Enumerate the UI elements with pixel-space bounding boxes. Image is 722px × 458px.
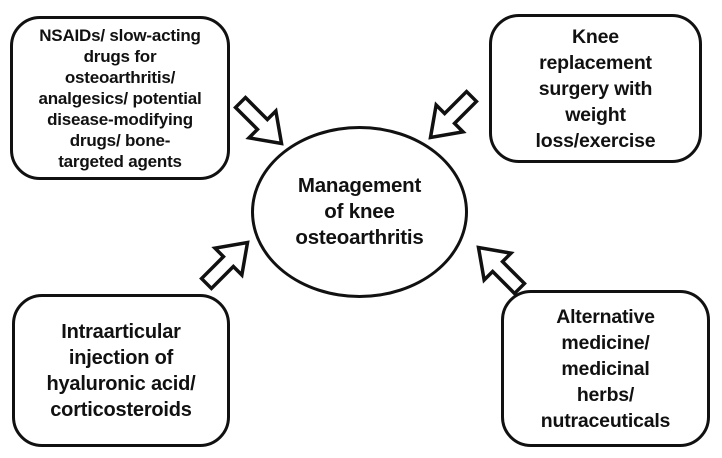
center-node-management: Management of knee osteoarthritis <box>251 126 468 298</box>
center-node-label: Management of knee osteoarthritis <box>295 174 424 249</box>
treatment-box-alternative-medicine: Alternative medicine/ medicinal herbs/ n… <box>501 290 710 447</box>
treatment-box-surgery-label: Knee replacement surgery with weight los… <box>535 25 656 152</box>
block-arrow-bottom-right-icon <box>476 245 527 296</box>
treatment-box-alternative-medicine-label: Alternative medicine/ medicinal herbs/ n… <box>540 305 671 432</box>
treatment-box-drug-therapies-label: NSAIDs/ slow-acting drugs for osteoarthr… <box>38 25 202 171</box>
treatment-box-injections: Intraarticular injection of hyaluronic a… <box>12 294 230 447</box>
treatment-box-surgery: Knee replacement surgery with weight los… <box>489 14 702 163</box>
block-arrow-bottom-left-icon <box>199 240 250 291</box>
block-arrow-top-left-icon <box>233 95 284 146</box>
treatment-box-drug-therapies: NSAIDs/ slow-acting drugs for osteoarthr… <box>10 16 230 180</box>
treatment-box-injections-label: Intraarticular injection of hyaluronic a… <box>46 320 196 421</box>
block-arrow-top-right-icon <box>428 89 479 140</box>
